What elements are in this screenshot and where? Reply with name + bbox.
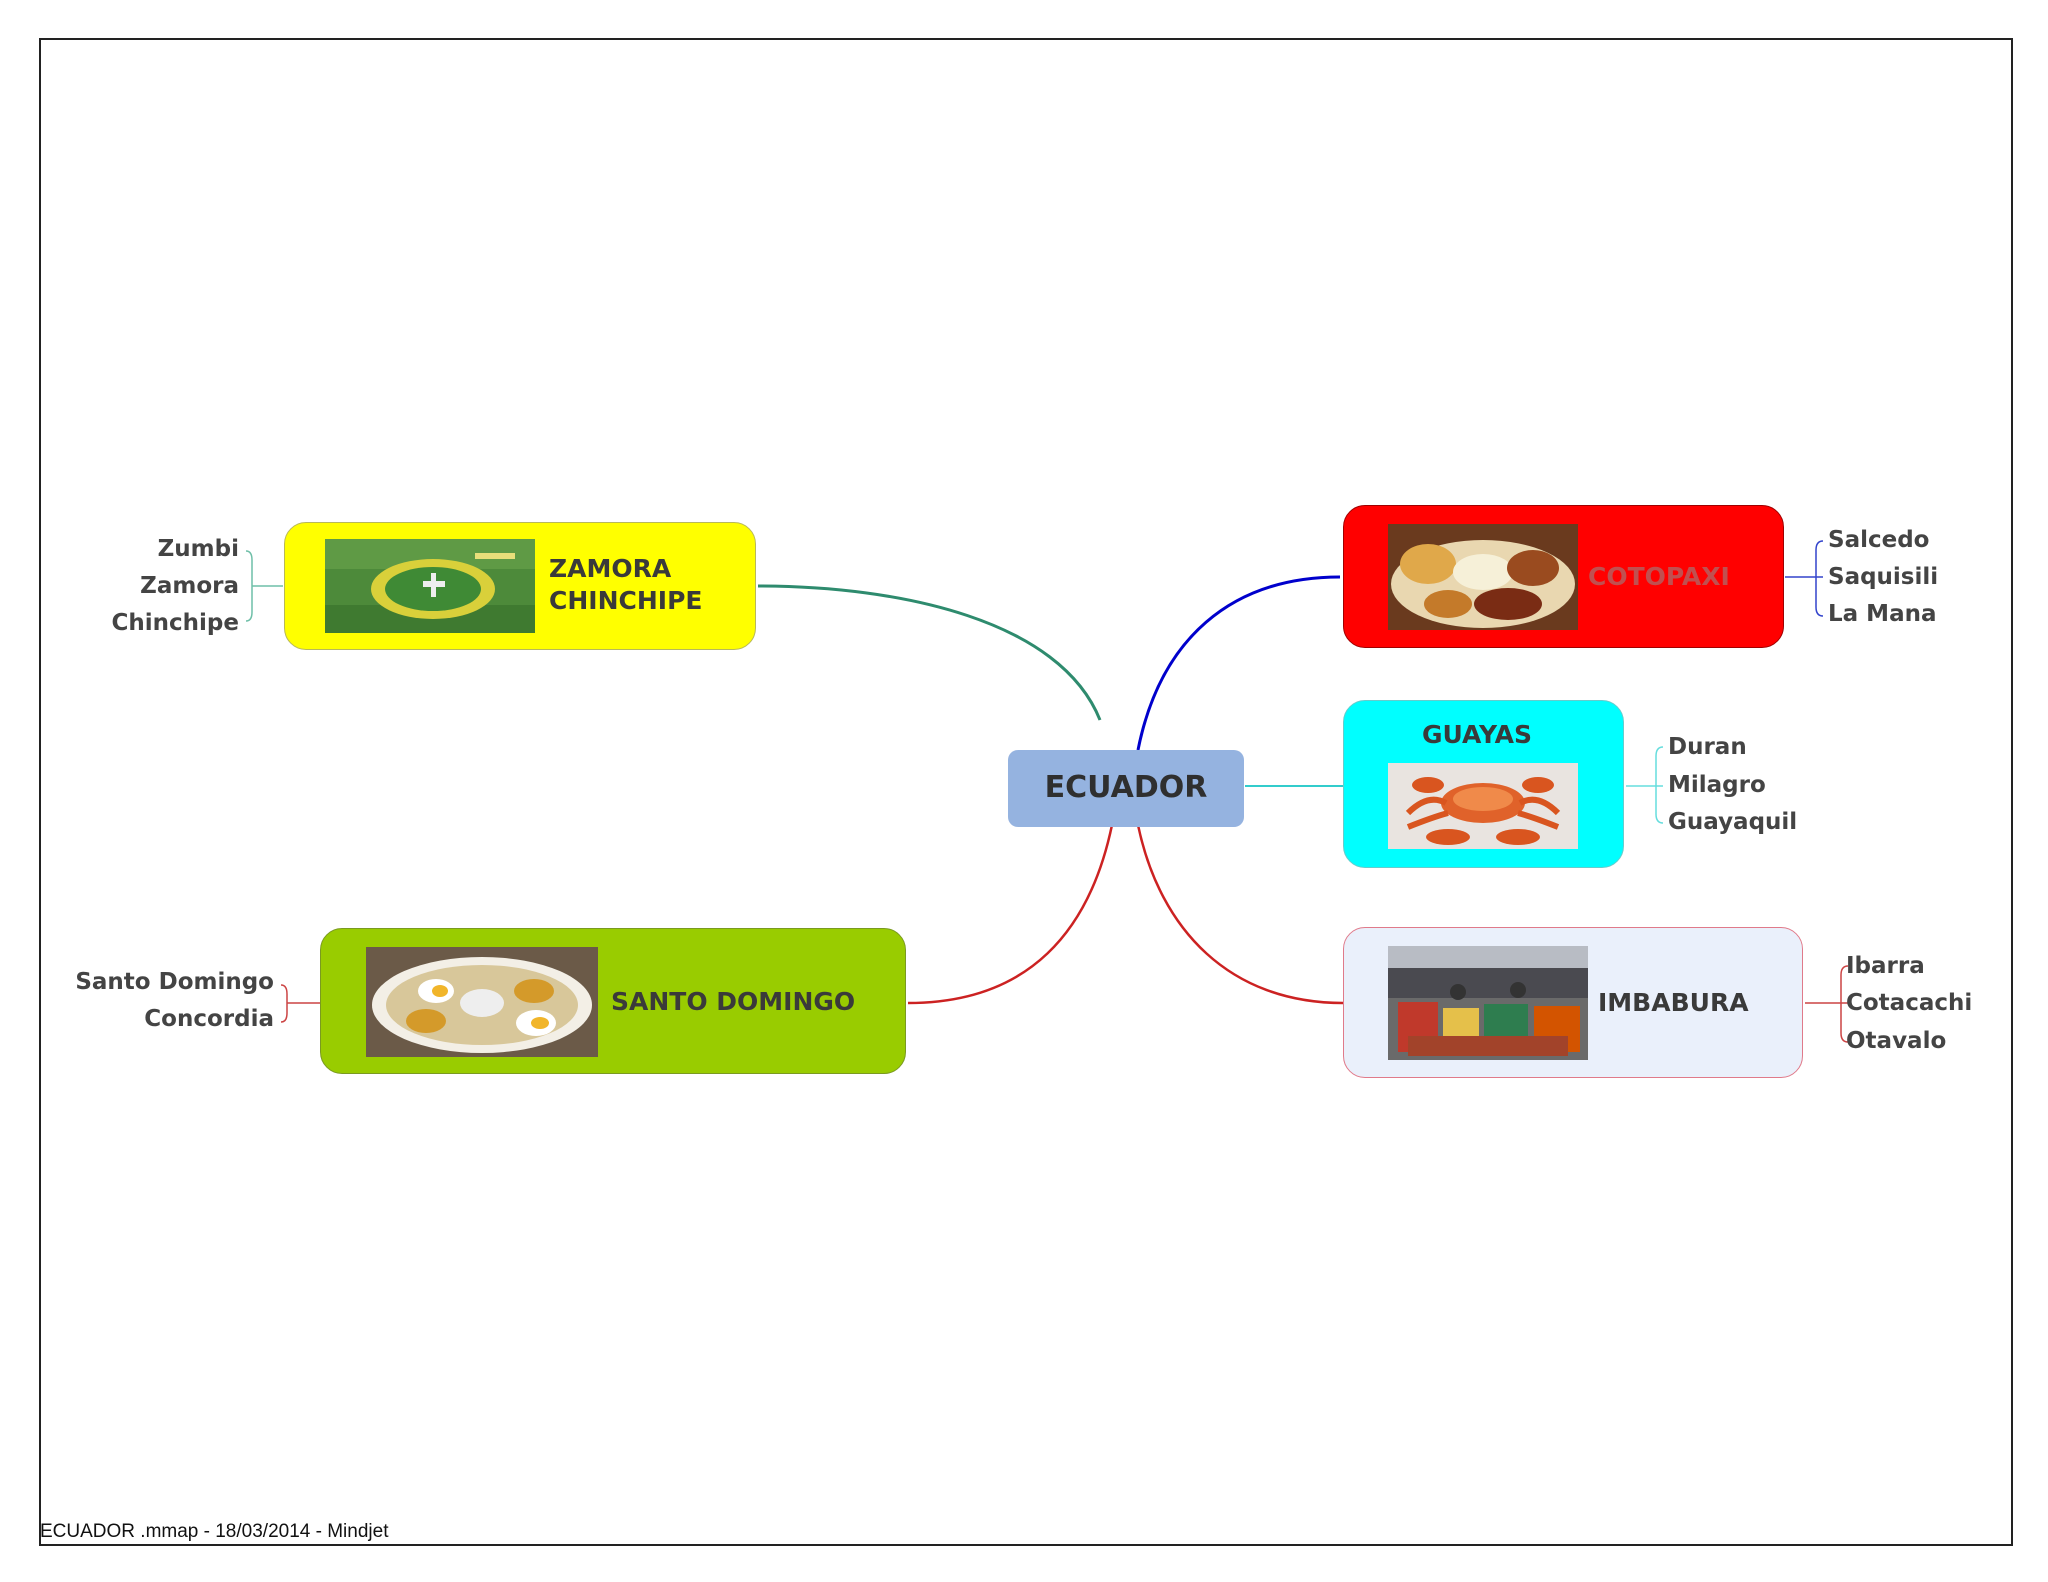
central-topic-title: ECUADOR xyxy=(1044,770,1208,805)
subtopic-guayaquil[interactable]: Guayaquil xyxy=(1668,809,1798,835)
subtopic-ibarra[interactable]: Ibarra xyxy=(1846,953,1925,979)
topic-cotopaxi-title: COTOPAXI xyxy=(1588,562,1730,591)
footer-caption: ECUADOR .mmap - 18/03/2014 - Mindjet xyxy=(40,1521,389,1542)
topic-guayas-title: GUAYAS xyxy=(1421,720,1533,749)
crabs-photo-icon xyxy=(1388,763,1578,849)
topic-santo-domingo-title: SANTO DOMINGO xyxy=(611,987,856,1016)
market-photo-icon xyxy=(1388,946,1588,1060)
topic-zamora-title-line2: CHINCHIPE xyxy=(549,586,703,615)
bracket-zamora xyxy=(245,550,283,622)
branch-imbabura xyxy=(1136,824,1344,1005)
soup-plate-photo-icon xyxy=(366,947,598,1057)
flower-clock-photo-icon xyxy=(325,539,535,633)
topic-imbabura-title: IMBABURA xyxy=(1598,988,1749,1017)
branch-zamora xyxy=(757,584,1102,721)
subtopic-otavalo[interactable]: Otavalo xyxy=(1846,1028,1947,1054)
subtopic-zamora[interactable]: Zamora xyxy=(140,573,239,599)
branch-cotopaxi xyxy=(1136,575,1341,751)
bracket-cotopaxi xyxy=(1785,540,1824,617)
subtopic-chinchipe[interactable]: Chinchipe xyxy=(111,610,239,636)
food-plate-photo-icon xyxy=(1388,524,1578,630)
topic-santo-domingo[interactable]: SANTO DOMINGO xyxy=(320,928,906,1074)
subtopic-zumbi[interactable]: Zumbi xyxy=(157,536,239,562)
subtopic-salcedo[interactable]: Salcedo xyxy=(1828,527,1930,553)
subtopic-cotacachi[interactable]: Cotacachi xyxy=(1846,990,1973,1016)
subtopic-la-mana[interactable]: La Mana xyxy=(1828,601,1937,627)
central-topic[interactable]: ECUADOR xyxy=(1008,750,1244,827)
subtopic-duran[interactable]: Duran xyxy=(1668,734,1747,760)
subtopic-santo-domingo[interactable]: Santo Domingo xyxy=(75,969,274,995)
topic-guayas[interactable]: GUAYAS xyxy=(1343,700,1624,868)
subtopic-concordia[interactable]: Concordia xyxy=(144,1006,274,1032)
bracket-guayas xyxy=(1626,746,1664,824)
topic-zamora-chinchipe[interactable]: ZAMORA CHINCHIPE xyxy=(284,522,756,650)
bracket-imbabura xyxy=(1805,965,1849,1043)
branch-santo-domingo xyxy=(907,824,1114,1005)
subtopic-saquisili[interactable]: Saquisili xyxy=(1828,564,1939,590)
page-frame xyxy=(39,38,2013,1546)
subtopic-milagro[interactable]: Milagro xyxy=(1668,772,1766,798)
topic-cotopaxi[interactable]: COTOPAXI xyxy=(1343,505,1784,648)
bracket-santo-domingo xyxy=(280,984,320,1023)
topic-zamora-title-line1: ZAMORA xyxy=(549,554,672,583)
topic-imbabura[interactable]: IMBABURA xyxy=(1343,927,1803,1078)
